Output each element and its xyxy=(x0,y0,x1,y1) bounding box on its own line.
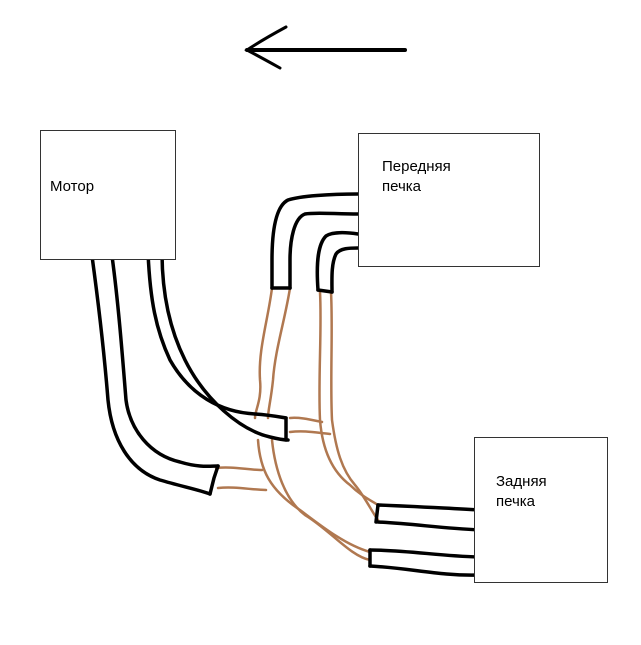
front-heater-label: Передняя печка xyxy=(382,158,451,195)
rear-heater-label: Задняя печка xyxy=(496,473,547,510)
direction-arrow xyxy=(244,25,407,70)
rear-heater-box xyxy=(474,437,608,583)
motor-label: Мотор xyxy=(50,178,95,195)
motor-box xyxy=(40,130,176,260)
rear-heater-hoses xyxy=(368,503,482,577)
front-heater-hoses xyxy=(270,192,360,294)
brown-pipes xyxy=(214,286,380,562)
motor-hoses xyxy=(90,250,290,496)
front-heater-box xyxy=(358,133,540,267)
